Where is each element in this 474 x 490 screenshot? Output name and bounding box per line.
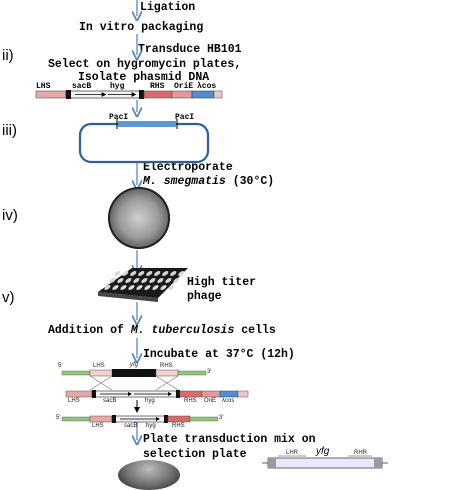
recombinant-lhs: [89, 415, 113, 423]
phage-lcos: [219, 390, 239, 398]
incubate-label: Incubate at 37°C (12h): [143, 348, 295, 361]
crossover-line-2: [89, 375, 113, 391]
result-construct: [262, 455, 388, 469]
chromosome-left-arm: [61, 370, 91, 376]
recomb-phage-orie: OriE: [204, 398, 216, 404]
phage-left-marker: [92, 390, 96, 398]
electroporate-label: Electroporate: [143, 161, 233, 174]
recombinant-right-arm: [189, 416, 219, 422]
selection-plate-photo: [118, 460, 180, 490]
linear-construct: [35, 90, 223, 99]
paci-right-label: PacI: [175, 113, 195, 122]
recomb-phage-hyg: hyg: [145, 398, 155, 404]
msmegmatis-temp: (30°C): [232, 175, 275, 188]
hyg-marker: [139, 90, 144, 99]
rhs-segment: [143, 90, 173, 99]
recomb-top-3prime: 3': [207, 369, 212, 375]
lcos-segment: [191, 90, 215, 99]
recomb-bottom-lhs: LHS: [92, 423, 104, 429]
step-label-iii: iii): [2, 122, 17, 139]
recomb-top-lhs: LHS: [93, 363, 105, 369]
lhs-segment: [35, 90, 67, 99]
select-label-line2: Isolate phasmid DNA: [78, 71, 210, 84]
recombinant-right-marker: [164, 415, 168, 423]
chromosome-right-arm: [177, 370, 207, 376]
chromosome-lhs: [89, 369, 113, 377]
msmegmatis-label: M. smegmatis (30°C): [143, 175, 274, 188]
chromosome-rhs: [155, 369, 179, 377]
result-rhr-label: RHR: [354, 450, 367, 456]
plate-label-line2: selection plate: [143, 448, 247, 461]
phage-rhs: [179, 390, 203, 398]
orie-segment: [171, 90, 193, 99]
recomb-top-rhs: RHS: [160, 363, 173, 369]
recomb-bottom-hyg: hyg: [146, 423, 156, 429]
recomb-bottom-sacb: sacB: [124, 423, 138, 429]
crossover-line-4: [155, 375, 179, 391]
sacb-marker: [66, 90, 71, 99]
circular-phasmid: [78, 119, 210, 164]
recombinant-left-arm: [61, 416, 91, 422]
recomb-bottom-3prime: 3': [219, 415, 224, 421]
result-yfg-label: yfg: [316, 446, 330, 457]
ligation-label: Ligation: [140, 1, 196, 14]
result-lhr-label: LHR: [286, 450, 299, 456]
construct-lhs-label: LHS: [36, 82, 51, 91]
well-plate-side: [98, 292, 158, 302]
phasmid-circle: [78, 122, 210, 164]
construct-sacb-label: sacB: [72, 82, 92, 91]
phage-orie: [201, 390, 221, 398]
high-titer-label-line2: phage: [187, 290, 222, 303]
recomb-bottom-5prime: 5': [56, 415, 61, 421]
construct-orie-label: OriE: [174, 82, 194, 91]
paci-left-label: PacI: [109, 113, 129, 122]
paci-segment: [118, 121, 176, 127]
high-titer-label-line1: High titer: [187, 276, 257, 289]
result-outline: [267, 457, 383, 469]
packaging-label: In vitro packaging: [79, 21, 204, 34]
recomb-phage-rhs: RHS: [184, 398, 197, 404]
plate-label-line1: Plate transduction mix on: [143, 433, 316, 446]
recomb-phage-lhs: LHS: [68, 398, 80, 404]
step-label-ii: ii): [2, 47, 14, 64]
recomb-top-5prime: 5': [58, 363, 63, 369]
transduction-plate-photo: [108, 187, 170, 249]
construct-rhs-label: RHS: [150, 82, 165, 91]
msmegmatis-species: M. smegmatis: [143, 175, 226, 188]
recomb-phage-sacb: sacB: [103, 398, 117, 404]
result-left-cap: [268, 458, 276, 468]
result-right-cap: [374, 458, 382, 468]
construct-end: [213, 90, 223, 99]
recombination-schematic: [61, 369, 249, 423]
recomb-phage-lcos: λcos: [222, 398, 235, 404]
recomb-top-yfg: yfg: [130, 362, 139, 368]
addition-prefix: Addition of: [48, 324, 124, 337]
phage-right-marker: [176, 390, 180, 398]
recomb-bottom-rhs: RHS: [172, 423, 185, 429]
step-label-iv: iv): [2, 207, 18, 224]
phage-lhs: [65, 390, 93, 398]
phage-end: [237, 390, 249, 398]
chromosome-yfg: [112, 369, 156, 377]
addition-species: M. tuberculosis: [130, 324, 235, 337]
construct-lcos-label: λcos: [197, 82, 217, 91]
addition-suffix: cells: [241, 324, 276, 337]
construct-hyg-label: hyg: [110, 82, 125, 91]
addition-label: Addition of M. tuberculosis cells: [48, 324, 276, 337]
recombinant-left-marker: [112, 415, 116, 423]
select-label-line1: Select on hygromycin plates,: [48, 58, 242, 71]
transduce-label: Transduce HB101: [138, 43, 242, 56]
recombinant-rhs: [167, 415, 191, 423]
step-label-v: v): [2, 289, 15, 306]
